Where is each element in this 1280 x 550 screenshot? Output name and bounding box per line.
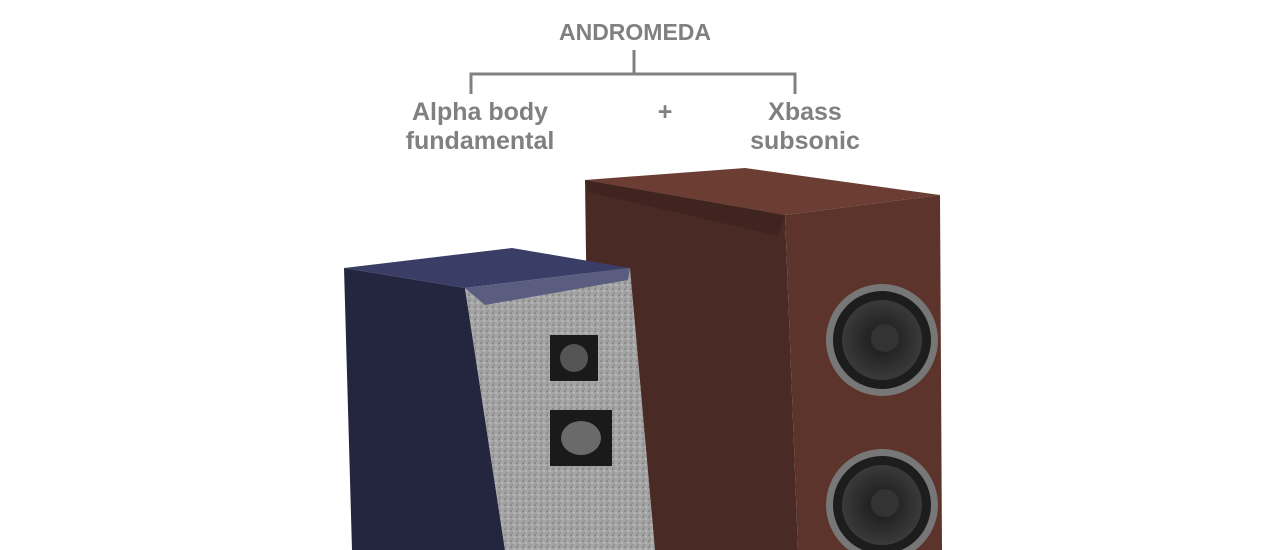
- xbass-label: Xbass subsonic: [725, 98, 885, 156]
- xbass-label-line2: subsonic: [750, 127, 860, 155]
- alpha-body-label: Alpha body fundamental: [380, 98, 580, 156]
- tweeter-upper: [550, 335, 598, 381]
- alpha-label-line2: fundamental: [405, 127, 555, 155]
- tweeter-lower: [550, 410, 612, 466]
- woofer-lower: [826, 449, 938, 550]
- plus-sign: +: [657, 98, 673, 126]
- alpha-label-line1: Alpha body: [411, 98, 549, 126]
- xbass-label-line1: Xbass: [768, 98, 842, 126]
- alpha-speaker: [344, 248, 655, 550]
- woofer-upper: [826, 284, 938, 396]
- product-title: ANDROMEDA: [558, 19, 712, 45]
- bracket: [469, 50, 797, 94]
